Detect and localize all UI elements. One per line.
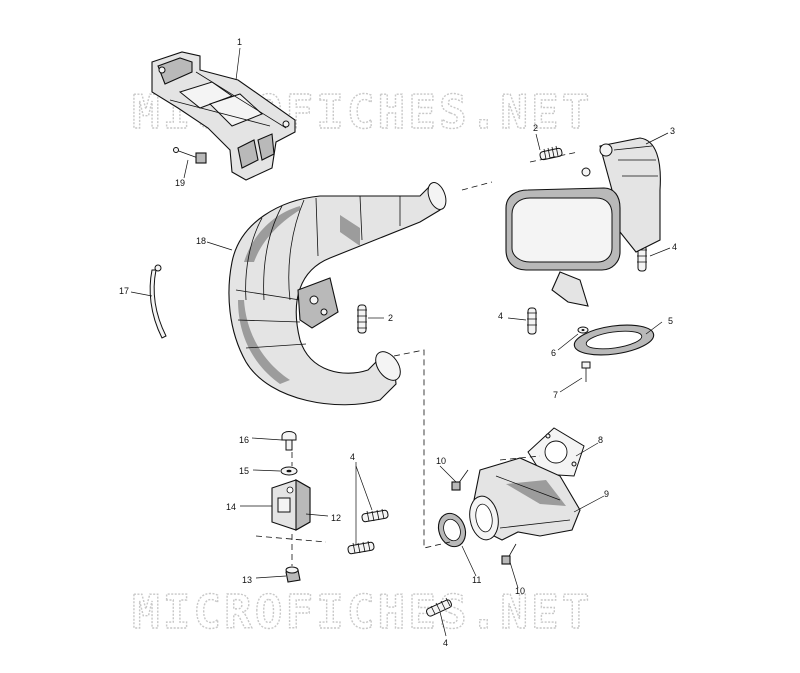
callout-7: 7: [553, 390, 558, 400]
spring-2-middle: [357, 304, 367, 334]
callout-2-middle: 2: [388, 313, 393, 323]
callout-3: 3: [670, 126, 675, 136]
spring-4-lower-a: [361, 508, 389, 523]
spring-4-bottom: [426, 597, 452, 617]
part-expansion-chamber: [228, 182, 447, 406]
part-gasket-11: [437, 512, 467, 548]
part-silencer: [505, 137, 661, 307]
callout-18: 18: [196, 236, 206, 246]
callout-10-lower: 10: [515, 586, 525, 596]
callout-4-center: 4: [498, 311, 503, 321]
callout-8: 8: [598, 435, 603, 445]
callout-11: 11: [472, 575, 481, 585]
spring-4-lower-b: [347, 540, 375, 555]
callout-4-lower: 4: [350, 452, 355, 462]
callout-2-top: 2: [533, 123, 538, 133]
callout-12: 12: [331, 513, 341, 523]
callout-9: 9: [604, 489, 609, 499]
callout-15: 15: [239, 466, 249, 476]
callout-13: 13: [242, 575, 252, 585]
part-bolt-10-lower: [501, 543, 517, 565]
part-strap: [149, 264, 167, 339]
part-pin-7: [581, 361, 591, 382]
part-washer-15: [280, 466, 298, 476]
callout-19: 19: [175, 178, 185, 188]
callout-labels: 1 2 2 3 4 4 4 4 5 6 7 8 9 10 10 11 12 13…: [119, 37, 677, 648]
part-flange-gasket: [527, 427, 585, 477]
part-gasket-ring: [573, 324, 655, 356]
callout-6: 6: [551, 348, 556, 358]
part-exhaust-manifold: [469, 457, 581, 541]
part-rubber-mount: [271, 479, 311, 531]
callout-5: 5: [668, 316, 673, 326]
part-bolt-19: [173, 147, 207, 164]
leader-lines: [130, 47, 671, 637]
callout-1: 1: [237, 37, 242, 47]
spring-2-top: [539, 145, 563, 161]
assembly-lines: [255, 151, 579, 566]
callout-16: 16: [239, 435, 249, 445]
watermark-bottom: MICROFICHES.NET: [132, 585, 592, 639]
callout-17: 17: [119, 286, 129, 296]
spring-4-center: [527, 307, 537, 335]
callout-14: 14: [226, 502, 236, 512]
part-nut-13: [285, 566, 301, 583]
part-bolt-16: [281, 431, 297, 451]
callout-4-bottom: 4: [443, 638, 448, 648]
callout-4-right: 4: [672, 242, 677, 252]
callout-10-upper: 10: [436, 456, 446, 466]
part-mounting-bracket: [151, 51, 296, 181]
part-washer-6: [577, 326, 589, 334]
